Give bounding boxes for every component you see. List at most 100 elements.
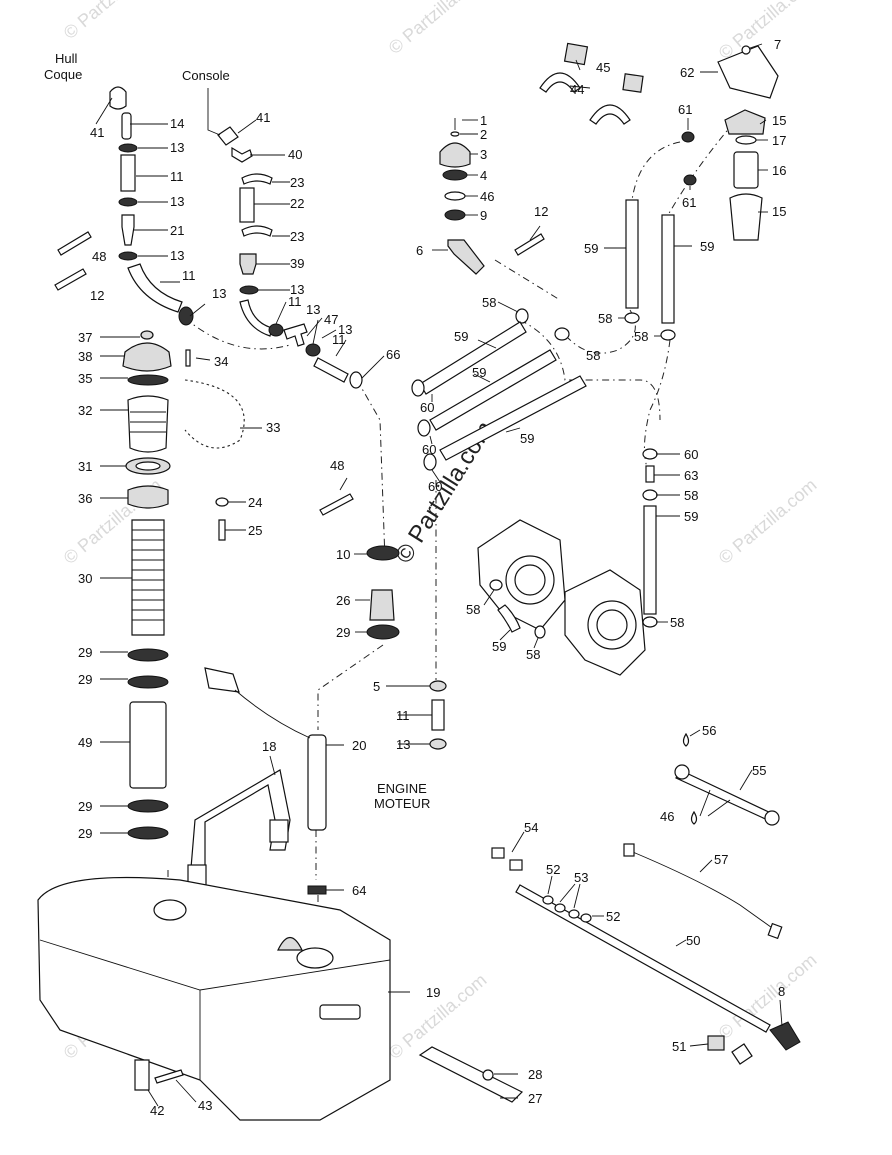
- filter-bowl-15b: [729, 193, 763, 241]
- callout-11d: 11: [332, 332, 346, 347]
- callout-58h: 58: [670, 615, 684, 630]
- hose-59g: [497, 604, 521, 633]
- callout-30: 30: [78, 571, 92, 586]
- fuel-filter-assembly: [539, 42, 779, 628]
- clamp-60a: [411, 379, 425, 397]
- clamp-58b: [554, 327, 570, 341]
- vent-fitting-41: [109, 86, 127, 110]
- filler-neck-assembly: [122, 330, 245, 840]
- washer-24: [215, 497, 229, 507]
- callout-25: 25: [248, 523, 262, 538]
- valve-39: [239, 253, 257, 275]
- tank-handle: [319, 1004, 361, 1020]
- clamp-58c: [624, 312, 640, 324]
- tie-12b: [514, 233, 545, 256]
- callout-18: 18: [262, 739, 276, 754]
- callout-59f: 59: [684, 509, 698, 524]
- tie-44b: [589, 104, 631, 125]
- callout-57: 57: [714, 852, 728, 867]
- callout-23a: 23: [290, 175, 304, 190]
- callout-60c: 60: [428, 479, 442, 494]
- hose-59b: [429, 349, 557, 431]
- tie-48b: [319, 493, 354, 516]
- callout-20: 20: [352, 738, 366, 753]
- callout-46a: 46: [480, 189, 494, 204]
- callout-3: 3: [480, 147, 487, 162]
- callout-48b: 48: [330, 458, 344, 473]
- oring-17: [735, 135, 757, 145]
- callout-13b: 13: [170, 194, 184, 209]
- clamp-13g: [305, 343, 321, 357]
- callout-5: 5: [373, 679, 380, 694]
- cable-57-tip: [767, 922, 783, 940]
- callout-11a: 11: [170, 169, 184, 184]
- callout-13a: 13: [170, 140, 184, 155]
- callout-58b: 58: [586, 348, 600, 363]
- ring-31-inner: [135, 461, 161, 471]
- hose-59f: [643, 505, 657, 615]
- carb-throat-front-inner: [514, 564, 546, 596]
- callout-31: 31: [78, 459, 92, 474]
- cable-assembly: [491, 732, 801, 1065]
- callout-59c: 59: [520, 431, 534, 446]
- label-coque: Coque: [44, 67, 82, 82]
- callout-41b: 41: [256, 110, 270, 125]
- clamp-58a: [515, 308, 529, 324]
- oring-46: [444, 191, 466, 201]
- callout-19: 19: [426, 985, 440, 1000]
- callout-43: 43: [198, 1098, 212, 1113]
- callout-1: 1: [480, 113, 487, 128]
- hose-11d: [313, 357, 349, 383]
- cable-50: [515, 884, 771, 1033]
- clamp-58f: [489, 579, 503, 591]
- location-labels: Hull Coque Console ENGINE MOTEUR: [44, 51, 430, 811]
- screw-34: [185, 349, 191, 367]
- callout-11e: 11: [396, 708, 410, 723]
- callout-13g: 13: [338, 322, 352, 337]
- washer-53a: [554, 903, 566, 913]
- clamp-29a: [127, 648, 169, 662]
- plate-51: [707, 1035, 725, 1051]
- tube-22: [239, 187, 255, 223]
- clamp-58e: [642, 489, 658, 501]
- tank-neck: [153, 899, 187, 921]
- corrugated-hose-30: [131, 519, 165, 636]
- callout-7: 7: [774, 37, 781, 52]
- callout-24: 24: [248, 495, 262, 510]
- callout-29e: 29: [336, 625, 350, 640]
- callout-58f: 58: [466, 602, 480, 617]
- callout-62: 62: [680, 65, 694, 80]
- screw-28: [482, 1069, 494, 1081]
- fitting-41b: [217, 126, 239, 146]
- callout-13c: 13: [170, 248, 184, 263]
- callout-56: 56: [702, 723, 716, 738]
- watermark-top-center: © Partzilla.com: [385, 0, 491, 58]
- callout-41a: 41: [90, 125, 104, 140]
- watermark-mid-right: © Partzilla.com: [715, 475, 821, 568]
- label-console: Console: [182, 68, 230, 83]
- washer-53b: [568, 909, 580, 919]
- nut-54a: [491, 847, 505, 859]
- callout-51: 51: [672, 1039, 686, 1054]
- callout-15b: 15: [772, 204, 786, 219]
- callout-34: 34: [214, 354, 228, 369]
- callout-11c: 11: [288, 294, 302, 309]
- clamp-13b: [118, 197, 138, 207]
- label-moteur: MOTEUR: [374, 796, 430, 811]
- callout-13f: 13: [306, 302, 320, 317]
- callout-59d: 59: [584, 241, 598, 256]
- watermark-top-right: © Partzilla.com: [715, 0, 821, 63]
- callout-58g: 58: [526, 647, 540, 662]
- label-hull: Hull: [55, 51, 78, 66]
- tee-47: [283, 323, 308, 347]
- tie-12a: [54, 268, 87, 291]
- clamp-13c: [118, 251, 138, 261]
- fuel-sender-20: [307, 734, 327, 831]
- tie-48a: [57, 231, 92, 256]
- hull-vent-assembly: [54, 86, 194, 326]
- hose-11c: [239, 299, 273, 337]
- clamp-13e: [239, 285, 259, 295]
- callout-60a: 60: [420, 400, 434, 415]
- callout-36: 36: [78, 491, 92, 506]
